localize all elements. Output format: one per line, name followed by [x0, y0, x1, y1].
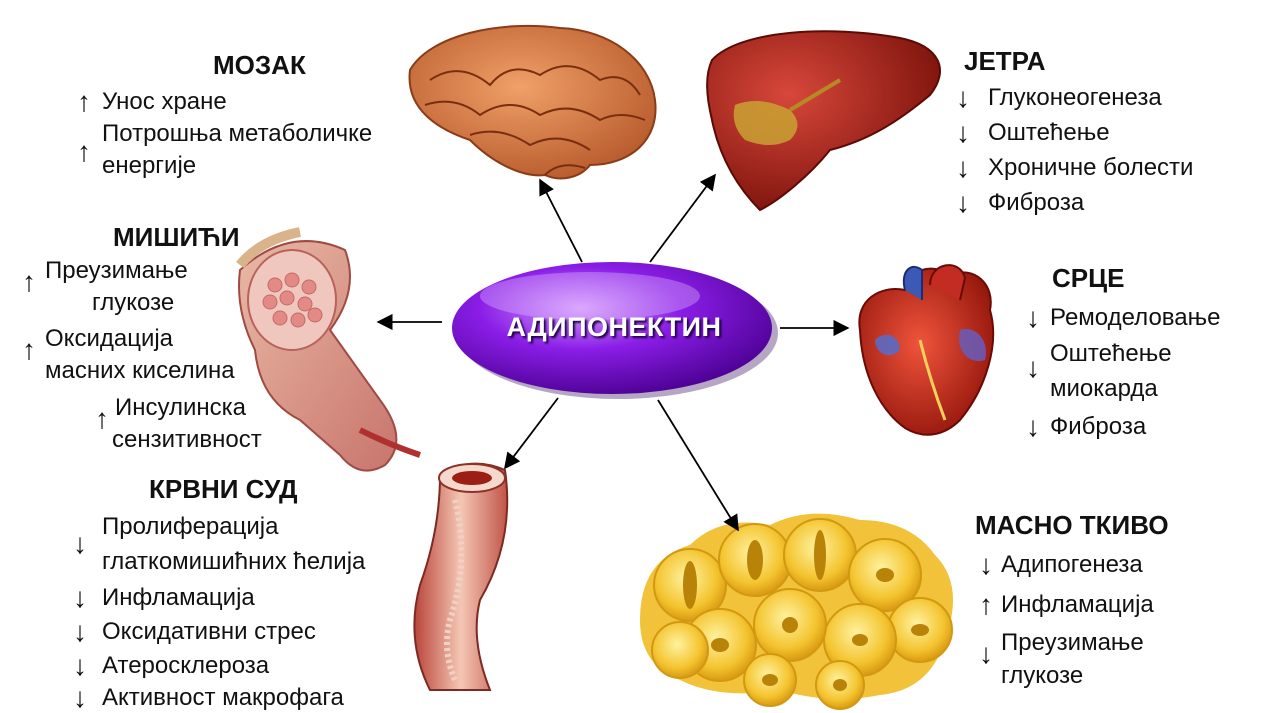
liver-item-4-text: Фиброза	[988, 187, 1084, 218]
heart-item-2-arrow: ↓	[1026, 354, 1040, 382]
vessel-item-5-arrow: ↓	[73, 684, 87, 712]
arrow-to-liver	[650, 175, 715, 262]
vessel-item-1-text-line2: глаткомишићних ћелија	[102, 546, 365, 577]
heart-title: СРЦЕ	[1052, 263, 1124, 294]
muscle-item-3-text-line1: Инсулинска	[115, 392, 246, 423]
liver-item-3-text: Хроничне болести	[988, 152, 1193, 183]
brain-item-2-text-line2: енергије	[102, 150, 196, 181]
vessel-item-4-text: Атеросклероза	[102, 650, 269, 681]
brain-title: МОЗАК	[213, 50, 306, 81]
vessel-title: КРВНИ СУД	[149, 474, 297, 505]
fat-item-1-text: Адипогенеза	[1001, 549, 1143, 580]
muscle-item-2-text-line2: масних киселина	[45, 355, 235, 386]
fat-title: МАСНО ТКИВО	[975, 510, 1169, 541]
muscle-item-2-text-line1: Оксидација	[45, 323, 173, 354]
muscle-item-3-text-line2: сензитивност	[112, 424, 262, 455]
fat-item-1-arrow: ↓	[979, 551, 993, 579]
brain-item-1-text: Унос хране	[102, 86, 227, 117]
liver-item-1-arrow: ↓	[956, 84, 970, 112]
vessel-item-2-text: Инфламација	[102, 582, 255, 613]
heart-item-3-text: Фиброза	[1050, 411, 1146, 442]
muscle-illustration	[239, 232, 420, 471]
heart-illustration	[859, 265, 993, 435]
liver-item-2-arrow: ↓	[956, 119, 970, 147]
heart-item-3-arrow: ↓	[1026, 413, 1040, 441]
vessel-item-1-text-line1: Пролиферација	[102, 511, 278, 542]
brain-illustration	[410, 26, 656, 179]
arrow-to-brain	[540, 180, 582, 262]
vessel-item-2-arrow: ↓	[73, 584, 87, 612]
fat-item-2-arrow: ↑	[979, 591, 993, 619]
heart-item-1-text: Ремоделовање	[1050, 302, 1220, 333]
vessel-item-5-text: Активност макрофага	[102, 682, 344, 713]
fat-tissue-illustration	[640, 514, 953, 709]
fat-item-3-text-line2: глукозе	[1001, 660, 1083, 691]
heart-item-1-arrow: ↓	[1026, 304, 1040, 332]
brain-item-1-arrow: ↑	[77, 88, 91, 116]
vessel-item-3-text: Оксидативни стрес	[102, 616, 316, 647]
arrow-to-vessel	[505, 398, 558, 468]
muscle-item-1-text-line1: Преузимање	[45, 255, 188, 286]
liver-item-3-arrow: ↓	[956, 154, 970, 182]
liver-illustration	[707, 31, 940, 210]
muscle-item-2-arrow: ↑	[22, 336, 36, 364]
liver-item-2-text: Оштећење	[988, 117, 1110, 148]
brain-item-2-text-line1: Потрошња метаболичке	[102, 118, 372, 149]
vessel-item-1-arrow: ↓	[73, 530, 87, 558]
heart-item-2-text-line1: Оштећење	[1050, 338, 1172, 369]
fat-item-2-text: Инфламација	[1001, 589, 1154, 620]
muscle-item-1-arrow: ↑	[22, 268, 36, 296]
vessel-item-3-arrow: ↓	[73, 618, 87, 646]
liver-title: ЈЕТРА	[964, 46, 1046, 77]
liver-item-1-text: Глуконеогенеза	[988, 82, 1162, 113]
adiponectin-label: АДИПОНЕКТИН	[478, 312, 750, 343]
blood-vessel-illustration	[414, 464, 507, 690]
arrow-to-fat	[658, 400, 738, 530]
liver-item-4-arrow: ↓	[956, 189, 970, 217]
muscle-title: МИШИЋИ	[113, 222, 240, 253]
fat-item-3-arrow: ↓	[979, 640, 993, 668]
vessel-item-4-arrow: ↓	[73, 652, 87, 680]
muscle-item-1-text-line2: глукозе	[92, 287, 174, 318]
fat-item-3-text-line1: Преузимање	[1001, 627, 1144, 658]
heart-item-2-text-line2: миокарда	[1050, 373, 1158, 404]
brain-item-2-arrow: ↑	[77, 138, 91, 166]
muscle-item-3-arrow: ↑	[95, 405, 109, 433]
